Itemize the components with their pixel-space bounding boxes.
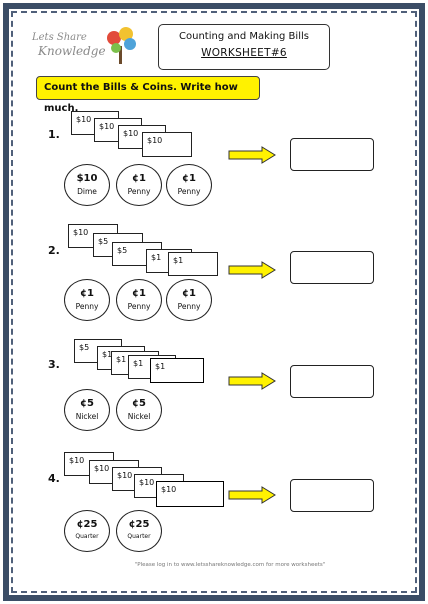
coin-value: ¢1 (182, 288, 196, 299)
coin-value: $10 (76, 173, 98, 184)
arrow-right-icon (228, 372, 276, 390)
answer-box-4[interactable] (290, 479, 374, 512)
title-box: Counting and Making Bills WORKSHEET#6 (158, 24, 330, 70)
logo: Lets Share Knowledge (30, 24, 140, 68)
tree-icon (107, 27, 136, 64)
coin: ¢5 Nickel (116, 389, 162, 431)
problem-2-number: 2. (48, 244, 60, 257)
worksheet-number: WORKSHEET#6 (201, 47, 287, 59)
coin-name: Penny (127, 187, 151, 196)
worksheet-title: Counting and Making Bills (179, 31, 309, 42)
coin-value: ¢5 (80, 398, 94, 409)
page-border-outer (3, 3, 425, 601)
coin-name: Penny (177, 187, 201, 196)
coin-value: ¢25 (76, 519, 98, 530)
coin-name: Penny (177, 302, 201, 311)
coin: ¢1 Penny (116, 279, 162, 321)
coin-name: Dime (77, 187, 97, 196)
coin-value: ¢1 (80, 288, 94, 299)
coin: ¢1 Penny (166, 279, 212, 321)
coin-value: ¢1 (132, 173, 146, 184)
bill: $10 (156, 481, 224, 507)
instruction-banner: Count the Bills & Coins. Write how much. (36, 76, 260, 114)
answer-box-1[interactable] (290, 138, 374, 171)
coin-name: Nickel (127, 412, 151, 421)
coin-value: ¢1 (182, 173, 196, 184)
bill: $1 (150, 358, 204, 383)
logo-line1: Lets Share (32, 32, 87, 43)
coin: ¢1 Penny (166, 164, 212, 206)
bill: $10 (142, 132, 192, 157)
coin-name: Penny (127, 302, 151, 311)
coin: ¢25 Quarter (64, 510, 110, 552)
problem-4-number: 4. (48, 472, 60, 485)
coin-name: Nickel (75, 412, 99, 421)
coin-value: ¢5 (132, 398, 146, 409)
coin: ¢5 Nickel (64, 389, 110, 431)
problem-1-number: 1. (48, 128, 60, 141)
bill: $1 (168, 252, 218, 276)
page-border-inner (11, 11, 417, 593)
arrow-right-icon (228, 146, 276, 164)
coin: ¢1 Penny (64, 279, 110, 321)
coin: ¢25 Quarter (116, 510, 162, 552)
coin: $10 Dime (64, 164, 110, 206)
problem-3-number: 3. (48, 358, 60, 371)
arrow-right-icon (228, 261, 276, 279)
logo-line2: Knowledge (38, 44, 106, 58)
coin: ¢1 Penny (116, 164, 162, 206)
answer-box-3[interactable] (290, 365, 374, 398)
coin-name: Penny (75, 302, 99, 311)
coin-value: ¢1 (132, 288, 146, 299)
footer-note: "Please log in to www.letsshareknowledge… (134, 562, 326, 568)
coin-name: Quarter (127, 533, 151, 540)
coin-value: ¢25 (128, 519, 150, 530)
answer-box-2[interactable] (290, 251, 374, 284)
arrow-right-icon (228, 486, 276, 504)
coin-name: Quarter (75, 533, 99, 540)
